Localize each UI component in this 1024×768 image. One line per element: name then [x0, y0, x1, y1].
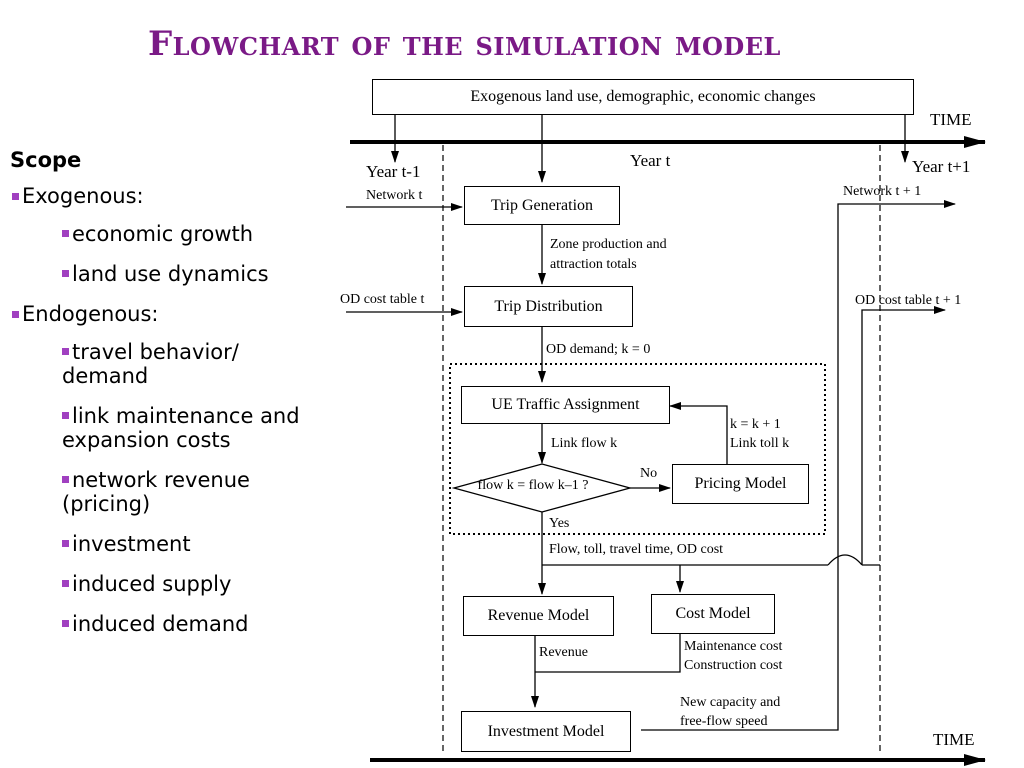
- bullet-square-icon: [62, 540, 69, 547]
- zone-totals-label-line1: Zone production and: [550, 237, 667, 252]
- scope-item: induced demand: [10, 612, 330, 636]
- revenue-label: Revenue: [539, 645, 588, 660]
- scope-item-text: Endogenous:: [22, 302, 159, 326]
- scope-list: Exogenous: economic growth land use dynami…: [10, 184, 330, 636]
- k-update-label: k = k + 1: [730, 417, 781, 432]
- scope-item: land use dynamics: [10, 262, 330, 286]
- od-cost-t1-label: OD cost table t + 1: [855, 293, 962, 308]
- bullet-square-icon: [62, 620, 69, 627]
- pricing-model-box: Pricing Model: [672, 464, 809, 504]
- scope-item: economic growth: [10, 222, 330, 246]
- year-prev-label: Year t-1: [366, 162, 421, 181]
- yes-label: Yes: [549, 516, 570, 531]
- scope-item-text: land use dynamics: [72, 262, 269, 286]
- scope-item: investment: [10, 532, 330, 556]
- convergence-question: flow k = flow k–1 ?: [477, 478, 589, 493]
- scope-category: Endogenous:: [10, 302, 330, 326]
- network-t1-label: Network t + 1: [843, 184, 922, 199]
- year-current-label: Year t: [630, 151, 671, 170]
- scope-panel: Scope Exogenous: economic growth land use …: [10, 148, 330, 652]
- od-demand-label: OD demand; k = 0: [546, 342, 651, 357]
- exogenous-changes-box: Exogenous land use, demographic, economi…: [372, 79, 914, 115]
- bullet-square-icon: [62, 230, 69, 237]
- no-label: No: [640, 466, 658, 481]
- scope-item-text: link maintenance and expansion costs: [62, 404, 300, 452]
- zone-totals-label-line2: attraction totals: [550, 257, 637, 272]
- od-cost-t-label: OD cost table t: [340, 292, 425, 307]
- ue-traffic-assignment-box: UE Traffic Assignment: [461, 386, 670, 424]
- year-next-label: Year t+1: [912, 157, 971, 176]
- new-capacity-label-line1: New capacity and: [680, 695, 781, 710]
- scope-item: link maintenance and expansion costs: [10, 404, 330, 452]
- flow-outputs-label: Flow, toll, travel time, OD cost: [549, 542, 724, 557]
- bullet-square-icon: [62, 270, 69, 277]
- bullet-square-icon: [62, 580, 69, 587]
- time-label-bottom: TIME: [933, 730, 975, 749]
- investment-model-box: Investment Model: [461, 711, 631, 752]
- scope-category: Exogenous:: [10, 184, 330, 208]
- trip-generation-box: Trip Generation: [464, 186, 620, 225]
- trip-distribution-box: Trip Distribution: [464, 286, 633, 327]
- scope-item: network revenue (pricing): [10, 468, 330, 516]
- new-capacity-label-line2: free-flow speed: [680, 714, 768, 729]
- bullet-square-icon: [62, 476, 69, 483]
- scope-item: induced supply: [10, 572, 330, 596]
- scope-heading: Scope: [10, 148, 82, 172]
- scope-item-text: Exogenous:: [22, 184, 144, 208]
- bullet-square-icon: [62, 348, 69, 355]
- cost-model-box: Cost Model: [651, 594, 775, 634]
- slide-title: Flowchart of the simulation model: [148, 24, 781, 64]
- link-toll-label: Link toll k: [730, 436, 790, 451]
- scope-item-text: network revenue (pricing): [62, 468, 250, 516]
- scope-item-text: induced supply: [72, 572, 232, 596]
- bullet-square-icon: [62, 412, 69, 419]
- maintenance-cost-label: Maintenance cost: [684, 639, 783, 654]
- scope-item-text: travel behavior/ demand: [62, 340, 239, 388]
- revenue-model-box: Revenue Model: [463, 596, 614, 636]
- bullet-square-icon: [12, 193, 19, 200]
- bullet-square-icon: [12, 311, 19, 318]
- scope-item-text: induced demand: [72, 612, 249, 636]
- time-label-top: TIME: [930, 110, 972, 129]
- scope-item-text: investment: [72, 532, 191, 556]
- network-t-label: Network t: [366, 188, 423, 203]
- scope-item: travel behavior/ demand: [10, 340, 330, 388]
- construction-cost-label: Construction cost: [684, 658, 783, 673]
- scope-item-text: economic growth: [72, 222, 254, 246]
- link-flow-label: Link flow k: [551, 436, 618, 451]
